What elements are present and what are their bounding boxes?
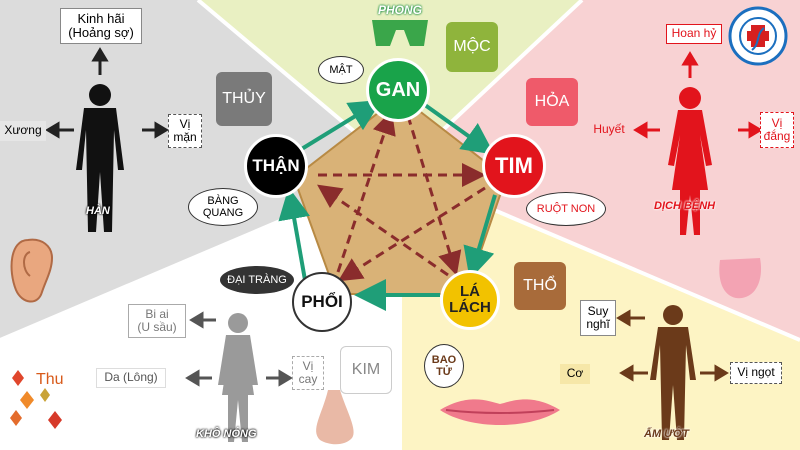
arrow-la-lach-to-than bbox=[317, 184, 449, 277]
nose-icon bbox=[316, 390, 354, 445]
arrow-phoi-to-than bbox=[278, 187, 310, 281]
season-autumn-label: Thu bbox=[36, 371, 64, 388]
arrow-tim-to-la-lach bbox=[463, 194, 497, 280]
organ-phoi-node: PHỔI bbox=[292, 272, 352, 332]
paired-organ-ruot-non: RUỘT NON bbox=[526, 192, 606, 226]
fire-sector-bg bbox=[400, 0, 800, 340]
generating-cycle-arrows bbox=[278, 99, 497, 311]
arrow-phoi-to-gan bbox=[336, 110, 396, 273]
arrow-than-to-gan bbox=[298, 99, 382, 152]
figure-water-man bbox=[76, 84, 124, 232]
lips-icon bbox=[440, 399, 560, 425]
organ-than-node: THẬN bbox=[244, 134, 308, 198]
arrow-gan-to-la-lach bbox=[406, 115, 462, 276]
quality-phong-label: PHONG bbox=[377, 3, 422, 17]
element-tho-tag: THỔ bbox=[514, 262, 566, 310]
quality-dich-benh-label: DỊCH BỆNH bbox=[654, 200, 716, 212]
organ-gan-node: GAN bbox=[366, 58, 430, 122]
metal-tissue-label: Da (Lông) bbox=[96, 368, 166, 388]
water-tissue-label: Xương bbox=[0, 121, 46, 141]
controlling-cycle-arrows bbox=[317, 110, 486, 282]
water-taste-label: Vị mặn bbox=[168, 114, 202, 148]
water-emotion-label: Kinh hãi (Hoảng sợ) bbox=[60, 8, 142, 44]
earth-taste-label: Vị ngọt bbox=[730, 362, 782, 384]
metal-emotion-label: Bi ai (U sầu) bbox=[128, 304, 186, 338]
attribute-arrows bbox=[45, 47, 169, 139]
fire-emotion-label: Hoan hỷ bbox=[666, 24, 722, 44]
quality-kho-nong-label: KHÔ NÓNG bbox=[196, 428, 257, 440]
ear-icon bbox=[10, 238, 54, 303]
quality-han-label: HÀN bbox=[86, 205, 110, 217]
arrow-tim-to-phoi bbox=[337, 186, 486, 282]
figure-fire-woman bbox=[668, 87, 712, 235]
figure-earth-man bbox=[650, 305, 696, 440]
paired-organ-mat: MẬT bbox=[318, 56, 364, 84]
element-hoa-tag: HỎA bbox=[526, 78, 578, 126]
paired-organ-dai-trang: ĐẠI TRÀNG bbox=[220, 266, 294, 294]
metal-taste-label: Vị cay bbox=[292, 356, 324, 390]
tongue-icon bbox=[719, 258, 762, 299]
paired-organ-bao-tu: BAO TỬ bbox=[424, 344, 464, 388]
paired-organ-bang-quang: BÀNG QUANG bbox=[188, 188, 258, 226]
figure-metal-woman bbox=[218, 313, 258, 442]
organ-tim-node: TIM bbox=[482, 134, 546, 198]
quality-am-uot-label: ẨM ƯỚT bbox=[644, 428, 689, 440]
figure-wood-legs bbox=[372, 20, 428, 46]
arrow-gan-to-tim bbox=[423, 103, 495, 155]
element-moc-tag: MỘC bbox=[446, 22, 498, 72]
school-logo-icon bbox=[728, 6, 788, 66]
organ-la-lach-node: LÁ LÁCH bbox=[440, 270, 500, 330]
fire-tissue-label: Huyết bbox=[593, 122, 625, 137]
fire-taste-label: Vị đắng bbox=[760, 112, 794, 148]
earth-tissue-label: Cơ bbox=[560, 364, 590, 384]
earth-emotion-label: Suy nghĩ bbox=[580, 300, 616, 336]
element-thuy-tag: THỦY bbox=[216, 72, 272, 126]
autumn-leaves-icon bbox=[10, 370, 62, 429]
element-kim-tag: KIM bbox=[340, 346, 392, 394]
